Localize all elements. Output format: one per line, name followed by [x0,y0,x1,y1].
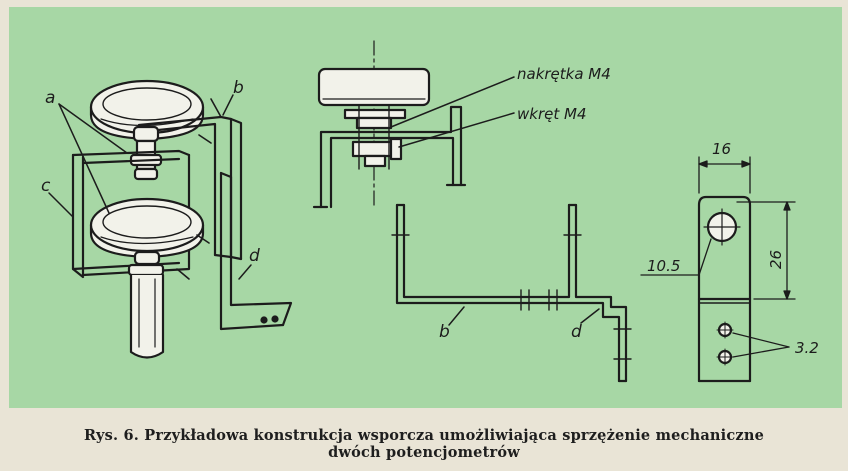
label-d-left: d [249,246,260,266]
dimension-hole: 10.5 [647,257,680,275]
label-c: c [41,176,51,196]
lower-potentiometer [89,197,210,259]
label-nut: nakrętka M4 [517,65,611,83]
bracket-c [71,149,191,279]
flat-brackets [391,203,632,383]
bracket-d [219,171,293,331]
label-screw: wkręt M4 [517,105,587,123]
caption-line-1: Rys. 6. Przykładowa konstrukcja wsporcza… [84,427,764,444]
plate-drawing [640,156,796,383]
label-b-left: b [233,78,244,98]
lower-shaft [127,250,190,359]
technical-drawing: a b c d nakrętka M4 wkręt M4 b d 16 26 1… [41,40,819,383]
label-d-mid: d [571,322,582,342]
dimension-width: 16 [712,140,731,158]
side-view [312,40,515,210]
leaders-left [48,94,252,280]
dimension-height: 26 [767,250,785,269]
label-a: a [45,88,55,108]
figure-caption: Rys. 6. Przykładowa konstrukcja wsporcza… [0,427,848,461]
bracket-assembly-3d [48,79,293,359]
caption-line-2: dwóch potencjometrów [328,444,520,461]
drawing-panel: a b c d nakrętka M4 wkręt M4 b d 16 26 1… [9,7,842,408]
label-b-mid: b [439,322,450,342]
dimension-small-holes: 3.2 [795,339,819,357]
